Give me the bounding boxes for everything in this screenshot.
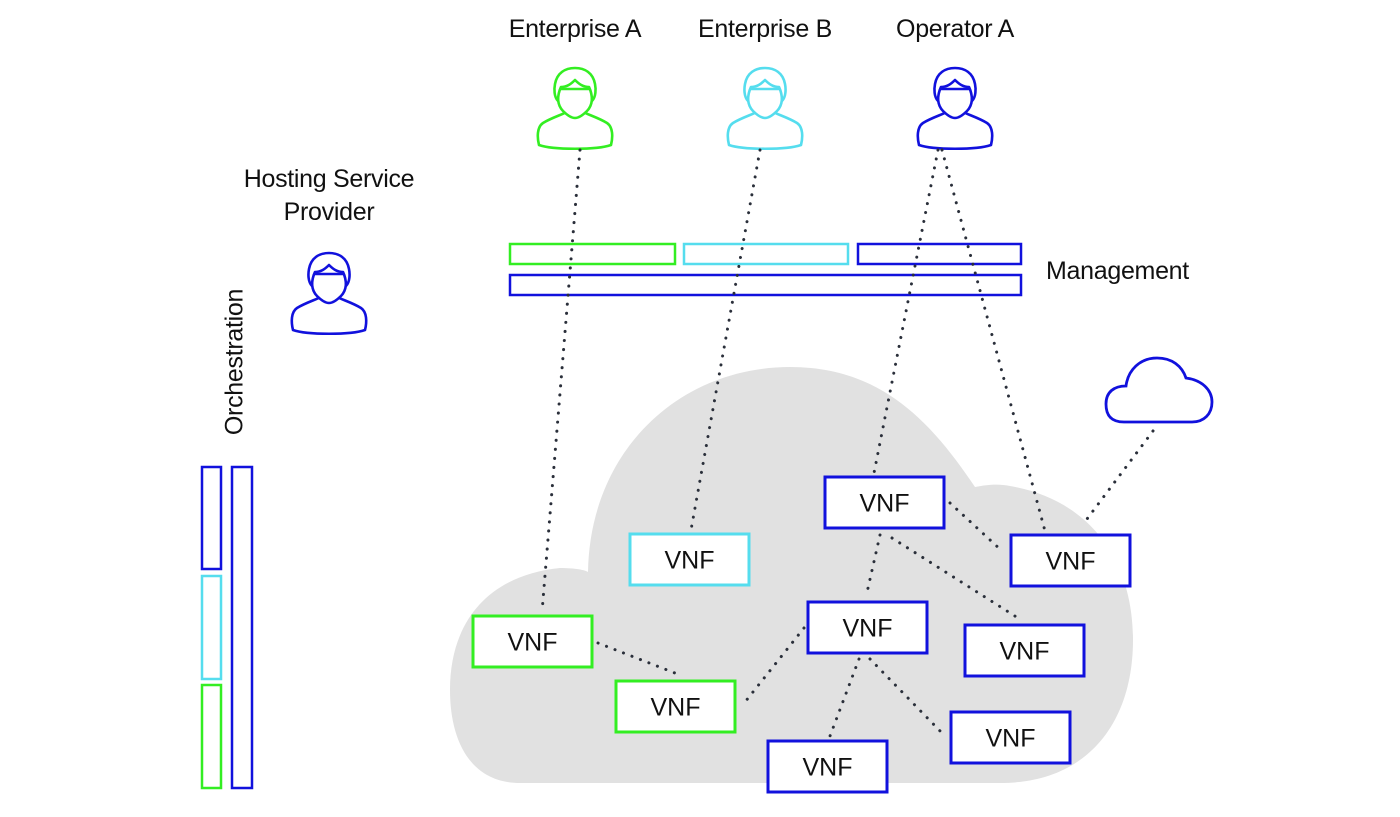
orchestration-bar-hosting-provider[interactable] [230, 465, 254, 790]
vnf-box-vnf-o3[interactable]: VNF [806, 600, 929, 655]
vnf-box-vnf-o1[interactable]: VNF [823, 475, 946, 530]
management-bars [508, 242, 1023, 297]
person-face [310, 272, 348, 305]
vnf-frame [949, 710, 1072, 765]
orchestration-label: Orchestration [220, 288, 249, 436]
orchestration-bar-enterprise-b[interactable] [200, 574, 223, 681]
connector-enterprise-b-to-vnf-b1 [689, 148, 762, 532]
person-face [936, 87, 974, 120]
vnf-frame [963, 623, 1086, 678]
icon-layer [290, 66, 1214, 424]
vnf-box-vnf-a2[interactable]: VNF [614, 679, 737, 734]
vnf-label: VNF [843, 615, 893, 643]
connector-operator-a-to-vnf-o1 [872, 148, 940, 475]
management-bar-hosting-provider[interactable] [508, 273, 1023, 297]
vnf-box-vnf-a1[interactable]: VNF [471, 614, 594, 669]
management-bar-operator-a[interactable] [856, 242, 1023, 266]
management-label: Management [1046, 257, 1189, 285]
management-bar-enterprise-a[interactable] [508, 242, 677, 266]
person-body [290, 295, 368, 336]
vnf-label: VNF [508, 629, 558, 657]
person-hair [743, 66, 787, 103]
vnf-frame [471, 614, 594, 669]
cloud-icon[interactable] [1104, 356, 1214, 424]
vnf-label: VNF [1046, 548, 1096, 576]
person-icon-hosting-provider[interactable] [290, 251, 368, 336]
vnf-label: VNF [986, 725, 1036, 753]
person-hair [553, 66, 597, 103]
vnf-frame [1009, 533, 1132, 588]
actor-label-enterprise-a: Enterprise A [508, 15, 642, 43]
person-body [536, 110, 614, 151]
connector-vnf-o2-to-external-cloud [1085, 429, 1155, 521]
vnf-label: VNF [1000, 638, 1050, 666]
orchestration-bar-enterprise-a[interactable] [200, 683, 223, 790]
person-body [916, 110, 994, 151]
vnf-box-vnf-o5[interactable]: VNF [766, 739, 889, 794]
management-bar-enterprise-b[interactable] [682, 242, 850, 266]
vnf-box-vnf-o6[interactable]: VNF [949, 710, 1072, 765]
actor-label-operator-a: Operator A [896, 15, 1014, 43]
person-body [726, 110, 804, 151]
person-hair [307, 251, 351, 288]
vnf-frame [628, 532, 751, 587]
person-icon-enterprise-a[interactable] [536, 66, 614, 151]
connector-enterprise-a-to-vnf-a1 [540, 148, 582, 614]
vnf-label: VNF [860, 490, 910, 518]
vnf-label: VNF [665, 547, 715, 575]
vnf-frame [766, 739, 889, 794]
vnf-box-vnf-o2[interactable]: VNF [1009, 533, 1132, 588]
connector-lines-overlay [540, 148, 1155, 738]
hosting-provider-label-line1: Hosting Service [243, 165, 415, 193]
vnf-layer: VNF VNF VNF VNF VNF VNF VNF VNF VNF [471, 475, 1132, 794]
vnf-frame [806, 600, 929, 655]
connector-operator-a-to-vnf-o2 [940, 148, 1047, 533]
person-face [556, 87, 594, 120]
vnf-box-vnf-b1[interactable]: VNF [628, 532, 751, 587]
connector-vnf-a1-to-vnf-a2 [596, 641, 682, 677]
vnf-label: VNF [651, 694, 701, 722]
vnf-box-vnf-o4[interactable]: VNF [963, 623, 1086, 678]
vnf-label: VNF [803, 754, 853, 782]
connector-vnf-o3-to-vnf-o6 [868, 657, 944, 735]
person-icon-enterprise-b[interactable] [726, 66, 804, 151]
hosting-provider-label-line2: Provider [283, 198, 375, 226]
person-icon-operator-a[interactable] [916, 66, 994, 151]
orchestration-bar-operator-a[interactable] [200, 465, 223, 571]
orchestration-bars [200, 465, 254, 790]
vnf-frame [823, 475, 946, 530]
person-face [746, 87, 784, 120]
nfvi-cloud [450, 367, 1133, 783]
connector-vnf-o1-to-vnf-o3 [864, 533, 882, 599]
actor-label-enterprise-b: Enterprise B [698, 15, 832, 43]
connector-vnf-o1-to-vnf-o2 [948, 501, 1004, 553]
vnf-frame [614, 679, 737, 734]
person-hair [933, 66, 977, 103]
